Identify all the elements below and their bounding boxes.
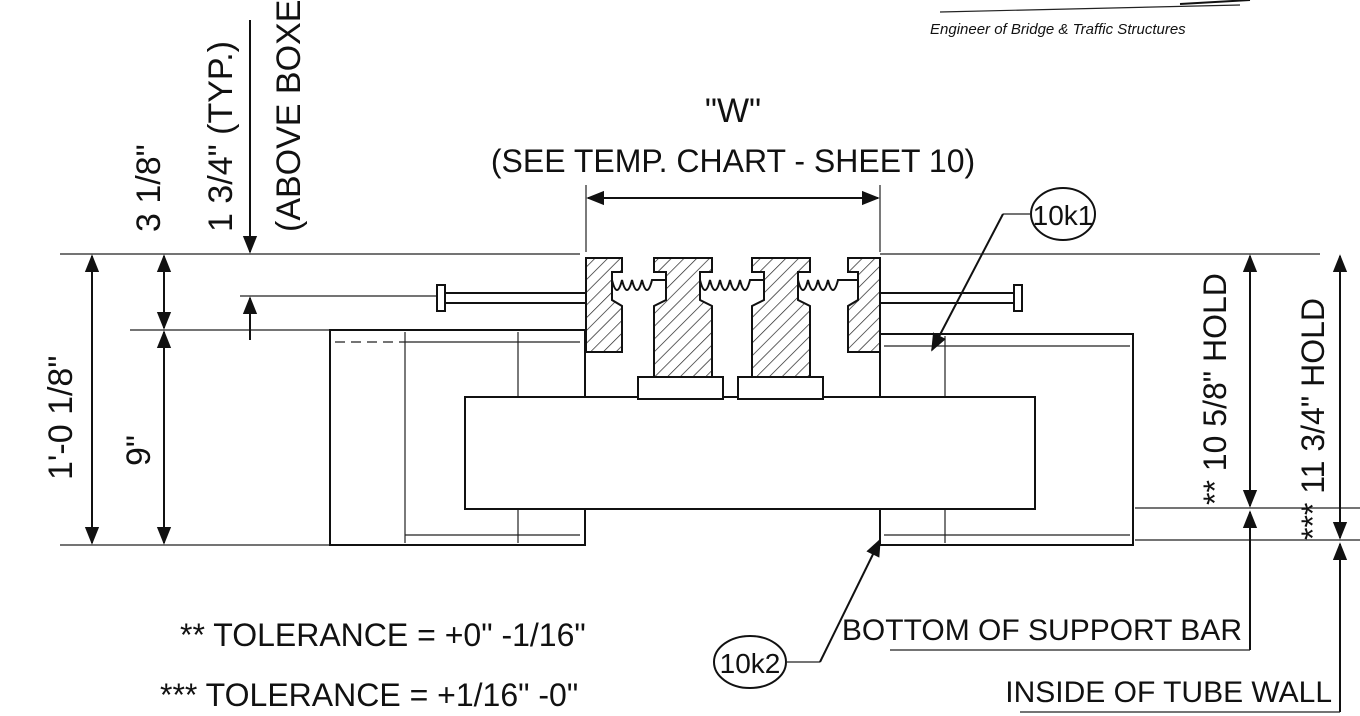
- tolerance-note-1: ** TOLERANCE = +0" -1/16": [180, 617, 586, 653]
- rod-end-cap-left: [436, 284, 446, 312]
- strip-seal-3: [797, 279, 858, 291]
- strip-seal-1: [611, 279, 666, 291]
- support-block-right: [737, 376, 824, 400]
- callout-10k1-leader: [931, 213, 1004, 352]
- stamp-signature-stroke: [1179, 0, 1251, 5]
- dim-text-1-3-4-typ: 1 3/4" (TYP.): [202, 41, 240, 232]
- dim-text-10-5-8-hold: ** 10 5/8" HOLD: [1197, 273, 1233, 505]
- left-dimension-lines: [84, 20, 258, 545]
- dim-text-overall-height: 1'-0 1/8": [42, 356, 80, 480]
- callout-10k1-label: 10k1: [1033, 200, 1094, 231]
- dim-text-above-boxes: (ABOVE BOXES): [270, 0, 308, 232]
- label-bottom-of-support-bar: BOTTOM OF SUPPORT BAR: [842, 614, 1242, 647]
- stamp-signature-line: [939, 4, 1241, 13]
- center-beam-left: [653, 257, 713, 378]
- rod-end-cap-right: [1013, 284, 1023, 312]
- callout-10k2-label: 10k2: [720, 648, 781, 679]
- strip-seals: [611, 279, 858, 291]
- support-rods: [436, 284, 1023, 312]
- width-note: (SEE TEMP. CHART - SHEET 10): [491, 143, 975, 179]
- width-label: "W": [705, 92, 761, 130]
- engineer-stamp: Engineer of Bridge & Traffic Structures: [930, 0, 1251, 38]
- center-beam-right: [751, 257, 811, 378]
- stamp-text: Engineer of Bridge & Traffic Structures: [930, 21, 1186, 38]
- dim-text-9-inch: 9": [120, 435, 158, 466]
- edge-rail-left: [585, 257, 623, 353]
- tolerance-note-2: *** TOLERANCE = +1/16" -0": [160, 677, 578, 713]
- label-inside-of-tube-wall: INSIDE OF TUBE WALL: [1005, 676, 1332, 709]
- support-bar: [464, 396, 1036, 510]
- edge-rail-right: [847, 257, 881, 353]
- support-block-left: [637, 376, 724, 400]
- dim-text-11-3-4-hold: *** 11 3/4" HOLD: [1295, 298, 1331, 540]
- callout-10k2-leader: [819, 538, 881, 663]
- dim-text-3-1-8: 3 1/8": [130, 144, 168, 232]
- strip-seal-2: [699, 279, 764, 291]
- reference-lines: [60, 253, 1360, 546]
